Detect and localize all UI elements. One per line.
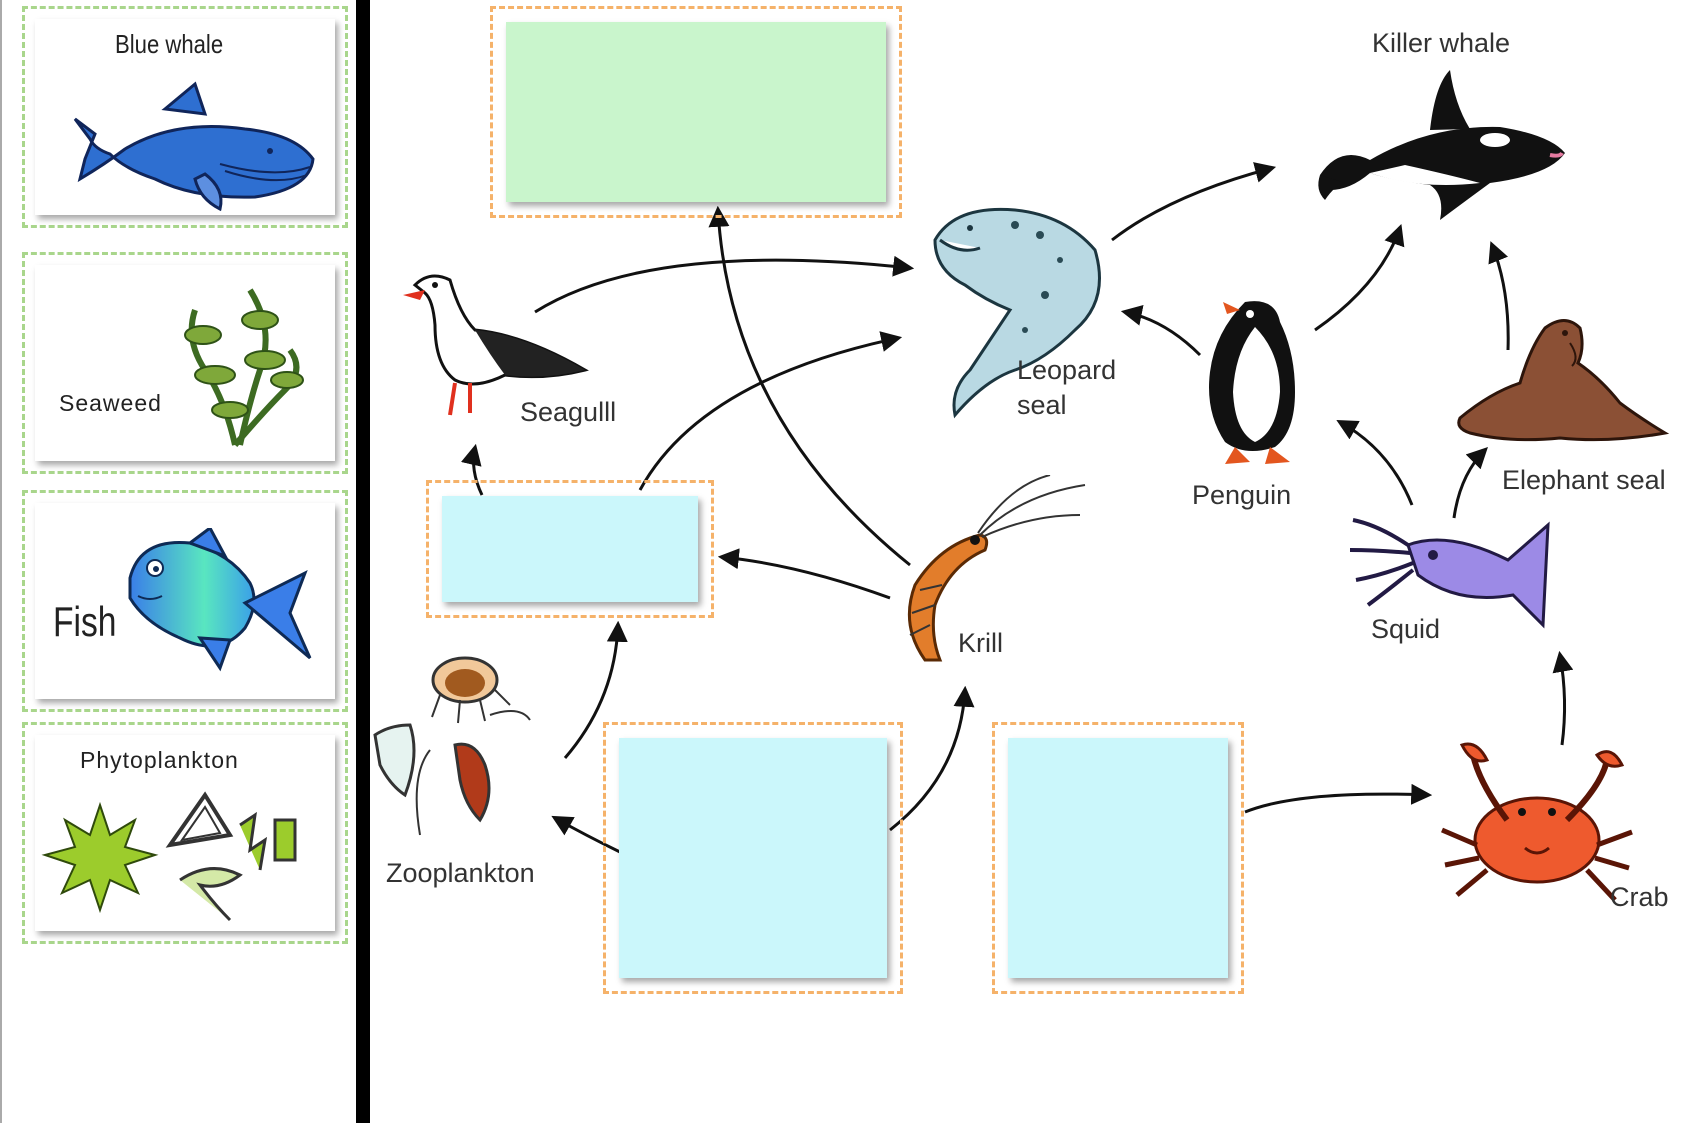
drop-zone-top[interactable] bbox=[490, 6, 902, 218]
blue-whale-icon bbox=[73, 81, 315, 212]
arrow-krill-to-top-box bbox=[708, 205, 911, 567]
drop-zone-bottom-right[interactable] bbox=[992, 722, 1244, 994]
label-squid: Squid bbox=[1371, 614, 1441, 644]
fish-icon bbox=[128, 528, 312, 672]
drop-box-bottom-center[interactable] bbox=[619, 738, 887, 978]
arrow-zooplankton-to-midbox bbox=[563, 620, 628, 759]
card-fish[interactable]: Fish bbox=[35, 503, 335, 699]
seagull-icon bbox=[403, 274, 589, 416]
arrow-midbox-to-leopard-seal bbox=[638, 331, 903, 491]
drop-box-bottom-right[interactable] bbox=[1008, 738, 1228, 978]
elephant-seal-icon bbox=[1457, 319, 1670, 442]
drop-box-top[interactable] bbox=[506, 22, 886, 202]
killer-whale-icon bbox=[1318, 70, 1565, 220]
drop-zone-bottom-center[interactable] bbox=[603, 722, 903, 994]
arrow-squid-to-elephant-seal bbox=[1452, 447, 1488, 519]
leopard-seal-icon bbox=[933, 207, 1101, 419]
label-penguin: Penguin bbox=[1192, 480, 1292, 510]
label-seagull: Seagulll bbox=[520, 397, 617, 427]
zooplankton-icon bbox=[373, 656, 531, 836]
arrow-penguin-to-killer-whale bbox=[1314, 224, 1405, 332]
label-leopard-seal-line2: seal bbox=[1017, 390, 1067, 420]
card-bank: Blue whale S bbox=[0, 0, 356, 1123]
card-label: Fish bbox=[53, 598, 117, 645]
squid-icon bbox=[1349, 518, 1550, 629]
arrow-penguin-to-leopard-seal bbox=[1120, 305, 1202, 357]
card-slot-seaweed: Seaweed bbox=[22, 252, 348, 474]
card-slot-blue-whale: Blue whale bbox=[22, 6, 348, 228]
arrow-leopard-seal-to-killer-whale bbox=[1111, 162, 1277, 242]
arrow-elephant-seal-to-killer-whale bbox=[1488, 241, 1510, 351]
card-phytoplankton[interactable]: Phytoplankton bbox=[35, 735, 335, 931]
drop-zone-middle-left[interactable] bbox=[426, 480, 714, 618]
label-elephant-seal: Elephant seal bbox=[1502, 465, 1666, 495]
drop-box-middle-left[interactable] bbox=[442, 496, 698, 602]
card-label: Phytoplankton bbox=[80, 747, 239, 773]
label-krill: Krill bbox=[958, 628, 1003, 658]
card-slot-fish: Fish bbox=[22, 490, 348, 712]
card-slot-phytoplankton: Phytoplankton bbox=[22, 722, 348, 944]
arrow-center-box-to-krill bbox=[889, 685, 975, 832]
arrow-midbox-to-seagull bbox=[461, 443, 484, 496]
krill-icon bbox=[907, 475, 1086, 662]
card-label: Seaweed bbox=[59, 390, 162, 416]
arrow-krill-to-midbox bbox=[717, 548, 891, 600]
panel-divider bbox=[356, 0, 370, 1123]
arrow-seagull-to-leopard-seal bbox=[534, 255, 915, 314]
arrow-squid-to-penguin bbox=[1336, 419, 1414, 506]
label-leopard-seal-line1: Leopard bbox=[1017, 355, 1117, 385]
arrow-crab-to-squid bbox=[1552, 650, 1574, 746]
label-zooplankton: Zooplankton bbox=[386, 858, 535, 888]
label-killer-whale: Killer whale bbox=[1372, 28, 1511, 58]
arrow-center-box-to-zooplankton bbox=[551, 815, 621, 854]
arrow-right-box-to-crab bbox=[1244, 783, 1433, 814]
penguin-icon bbox=[1209, 301, 1295, 464]
card-seaweed[interactable]: Seaweed bbox=[35, 265, 335, 461]
seaweed-icon bbox=[184, 288, 304, 447]
label-crab: Crab bbox=[1610, 882, 1669, 912]
phytoplankton-icon bbox=[41, 791, 297, 922]
card-label: Blue whale bbox=[115, 29, 224, 59]
card-blue-whale[interactable]: Blue whale bbox=[35, 19, 335, 215]
crab-icon bbox=[1441, 742, 1633, 902]
